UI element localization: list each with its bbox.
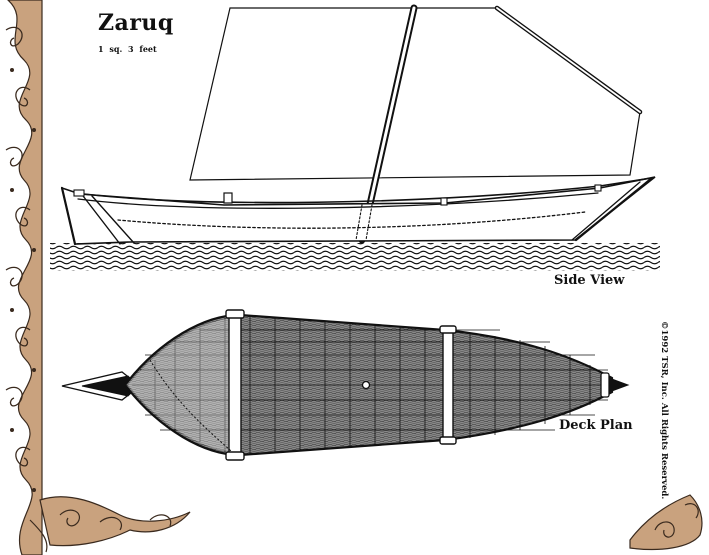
- bow-post: [574, 176, 654, 242]
- side-view-label: Side View: [554, 273, 625, 288]
- page-title: Zaruq: [98, 10, 174, 36]
- vine-border-left: [0, 0, 48, 555]
- mast-step: [361, 380, 371, 390]
- deck-plan: [61, 309, 630, 461]
- deck-line-dotted: [117, 211, 586, 229]
- water-waves: [50, 243, 660, 271]
- scale-note: 1 sq. 3 feet: [98, 44, 157, 54]
- copyright-notice: ©1992 TSR, Inc. All Rights Reserved.: [659, 321, 669, 500]
- hull: [60, 176, 656, 245]
- vine-ornament-bottom-right: [629, 494, 703, 551]
- vine-ornament-bottom-left: [29, 496, 191, 553]
- stern-post: [60, 186, 77, 246]
- side-view: [60, 4, 656, 246]
- lateen-sail: [189, 7, 641, 181]
- bow-post-deck: [600, 372, 610, 398]
- gunwale: [74, 177, 653, 204]
- beam-mid: [439, 325, 457, 445]
- beam-stern: [225, 309, 245, 461]
- deck-plan-label: Deck Plan: [559, 418, 633, 433]
